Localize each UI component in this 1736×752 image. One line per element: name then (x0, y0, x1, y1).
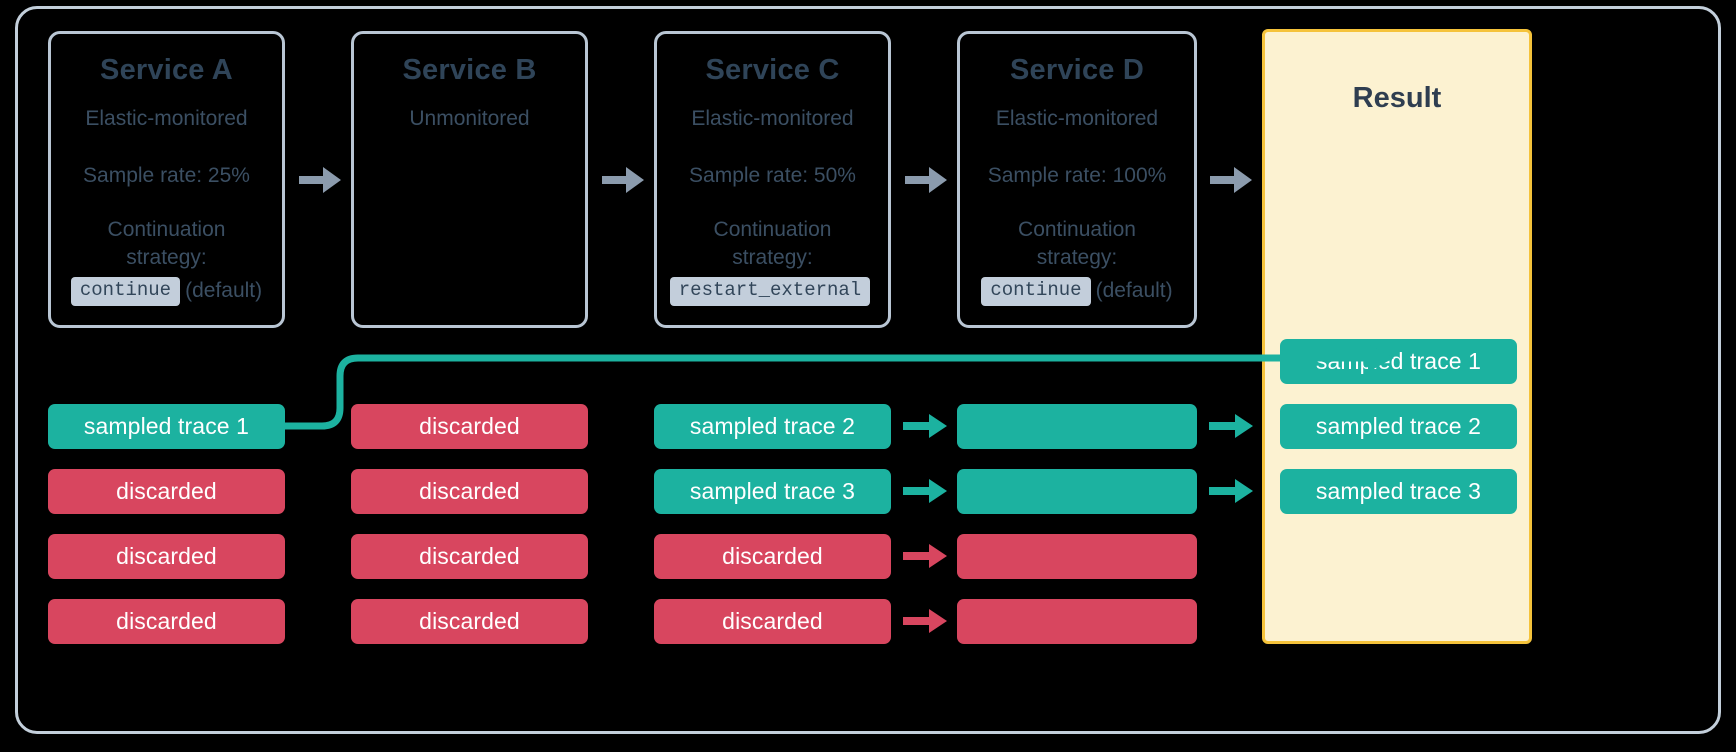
service-card-d: Service D Elastic-monitored Sample rate:… (957, 31, 1197, 328)
row-arrow-d-to-result-1 (1209, 414, 1253, 438)
service-monitoring: Elastic-monitored (995, 107, 1159, 130)
service-title: Service A (100, 54, 233, 86)
strategy-code-chip: restart_external (669, 276, 871, 306)
trace-pill: discarded (654, 599, 891, 644)
trace-pill: discarded (48, 469, 285, 514)
strategy-label-line-1: Continuation (1018, 218, 1136, 241)
service-card-a: Service A Elastic-monitored Sample rate:… (48, 31, 285, 328)
row-arrow-c-to-d-discarded-1 (903, 544, 947, 568)
service-title: Service B (402, 54, 537, 86)
trace-pill: discarded (351, 599, 588, 644)
trace-pill (957, 599, 1197, 644)
row-arrow-d-to-result-2 (1209, 479, 1253, 503)
row-arrow-c-to-d-sampled-2 (903, 479, 947, 503)
service-monitoring: Unmonitored (409, 107, 530, 130)
strategy-note: (default) (1095, 279, 1173, 303)
arrow-service-d-to-result (1210, 167, 1252, 193)
strategy-note: (default) (185, 279, 263, 303)
trace-pill (957, 469, 1197, 514)
trace-pill: discarded (48, 599, 285, 644)
trace-pill: discarded (48, 534, 285, 579)
trace-pill: discarded (351, 469, 588, 514)
strategy-label-line-2: strategy: (126, 246, 207, 270)
arrow-service-b-to-c (602, 167, 644, 193)
arrow-service-a-to-b (299, 167, 341, 193)
service-sample-rate: Sample rate: 25% (83, 164, 250, 187)
result-trace-pill: sampled trace 1 (1280, 339, 1517, 384)
trace-pill: sampled trace 2 (654, 404, 891, 449)
service-title: Service C (705, 54, 840, 86)
strategy-label-line-1: Continuation (713, 218, 832, 241)
trace-pill: discarded (351, 534, 588, 579)
strategy-value-row: continue(default) (960, 276, 1194, 306)
result-trace-pill: sampled trace 2 (1280, 404, 1517, 449)
service-strategy-label: Continuation strategy: (657, 216, 888, 273)
row-arrow-c-to-d-sampled-1 (903, 414, 947, 438)
trace-pill: discarded (351, 404, 588, 449)
strategy-value-row: continue(default) (51, 276, 282, 306)
service-sample-rate: Sample rate: 100% (987, 164, 1167, 187)
result-title: Result (1352, 82, 1442, 114)
service-strategy-label: Continuation strategy: (960, 216, 1194, 273)
service-card-c: Service C Elastic-monitored Sample rate:… (654, 31, 891, 328)
strategy-label-line-1: Continuation (107, 218, 226, 241)
service-sample-rate: Sample rate: 50% (689, 164, 856, 187)
service-title: Service D (1010, 54, 1144, 86)
trace-pill: sampled trace 1 (48, 404, 285, 449)
result-trace-pill: sampled trace 3 (1280, 469, 1517, 514)
service-card-b: Service B Unmonitored (351, 31, 588, 328)
row-arrow-c-to-d-discarded-2 (903, 609, 947, 633)
service-strategy-label: Continuation strategy: (51, 216, 282, 273)
trace-pill (957, 404, 1197, 449)
trace-pill: sampled trace 3 (654, 469, 891, 514)
service-monitoring: Elastic-monitored (85, 107, 248, 130)
strategy-code-chip: continue (70, 276, 181, 306)
strategy-label-line-2: strategy: (732, 246, 813, 270)
trace-pill (957, 534, 1197, 579)
strategy-label-line-2: strategy: (1036, 246, 1118, 270)
service-monitoring: Elastic-monitored (691, 107, 854, 130)
result-panel: Result (1262, 29, 1532, 644)
trace-pill: discarded (654, 534, 891, 579)
arrow-service-c-to-d (905, 167, 947, 193)
strategy-value-row: restart_external (657, 276, 888, 306)
strategy-code-chip: continue (981, 276, 1091, 306)
